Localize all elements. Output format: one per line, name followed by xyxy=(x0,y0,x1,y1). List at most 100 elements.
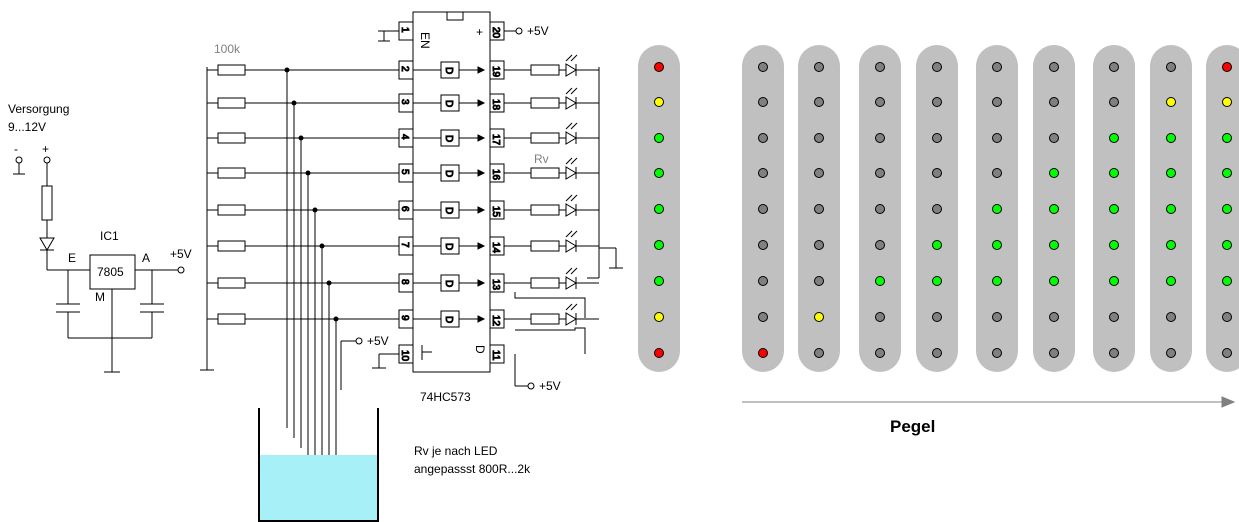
led-symbol xyxy=(565,312,577,326)
led-dot-green xyxy=(1109,240,1119,250)
resistor-100k xyxy=(217,240,246,252)
led-symbol xyxy=(565,131,577,145)
chip-pin-label: 10 xyxy=(399,350,410,362)
led-dot-off xyxy=(1049,97,1059,107)
led-dot-green xyxy=(654,133,664,143)
chip-d-label-11: D xyxy=(473,345,487,354)
led-dot-green xyxy=(992,240,1002,250)
latch-d-label: D xyxy=(443,243,454,250)
latch-arrow xyxy=(477,242,486,250)
regulator-part: 7805 xyxy=(97,265,124,279)
led-symbol xyxy=(565,239,577,253)
resistor-100k xyxy=(217,277,246,289)
led-dot-off xyxy=(814,168,824,178)
led-dot-green xyxy=(654,240,664,250)
led-dot-off xyxy=(1049,62,1059,72)
led-dot-off xyxy=(1049,133,1059,143)
latch-arrow xyxy=(477,169,486,177)
led-dot-red xyxy=(654,348,664,358)
led-ray xyxy=(565,194,573,202)
led-dot-green xyxy=(1222,204,1232,214)
led-dot-off xyxy=(1166,62,1176,72)
led-ray xyxy=(570,122,578,130)
led-dot-off xyxy=(992,348,1002,358)
regulator-output-label: +5V xyxy=(170,247,192,261)
led-symbol xyxy=(565,63,577,77)
resistor-rv xyxy=(530,204,560,216)
led-ray xyxy=(570,157,578,165)
led-column xyxy=(798,45,840,372)
chip-pin-label: 5 xyxy=(399,169,410,175)
led-ray xyxy=(570,54,578,62)
chip-pin-label: 3 xyxy=(399,99,410,105)
led-ray xyxy=(570,230,578,238)
chip-pin-label: 15 xyxy=(490,206,501,218)
led-dot-green xyxy=(992,276,1002,286)
led-dot-off xyxy=(932,62,942,72)
led-ray xyxy=(570,267,578,275)
led-dot-green xyxy=(1109,168,1119,178)
note-line-2: angepassst 800R...2k xyxy=(414,462,531,476)
led-column xyxy=(859,45,901,372)
led-ray xyxy=(570,303,578,311)
chip-pin-label: 12 xyxy=(490,315,501,327)
latch-d-label: D xyxy=(443,67,454,74)
vcc-label-pin11: +5V xyxy=(539,379,561,393)
led-dot-yellow xyxy=(1166,97,1176,107)
led-ray xyxy=(570,87,578,95)
resistor-rv xyxy=(530,277,560,289)
led-symbol xyxy=(565,203,577,217)
chip-pin-label: 16 xyxy=(490,169,501,181)
led-dot-off xyxy=(992,97,1002,107)
led-dot-green xyxy=(1109,133,1119,143)
regulator-pin-m: M xyxy=(95,290,105,304)
led-dot-green xyxy=(1222,168,1232,178)
vcc-label-probe: +5V xyxy=(367,334,389,348)
axis-label-pegel: Pegel xyxy=(890,417,935,436)
led-dot-green xyxy=(1222,276,1232,286)
led-dot-off xyxy=(875,168,885,178)
led-column xyxy=(1033,45,1075,372)
supply-plus: + xyxy=(42,142,49,156)
led-dot-off xyxy=(992,133,1002,143)
led-ray xyxy=(565,303,573,311)
led-dot-off xyxy=(758,133,768,143)
led-ray xyxy=(565,87,573,95)
led-ray xyxy=(565,230,573,238)
led-dot-yellow xyxy=(654,97,664,107)
chip-pin-label: 1 xyxy=(399,27,410,33)
resistor-100k xyxy=(217,132,246,144)
led-ray xyxy=(565,122,573,130)
led-dot-green xyxy=(654,276,664,286)
led-dot-off xyxy=(1109,312,1119,322)
led-dot-red xyxy=(1222,62,1232,72)
led-dot-off xyxy=(1222,348,1232,358)
led-dot-yellow xyxy=(654,312,664,322)
led-dot-off xyxy=(758,312,768,322)
regulator-pin-e: E xyxy=(68,251,76,265)
led-dot-red xyxy=(758,348,768,358)
led-column xyxy=(742,45,784,372)
regulator-name: IC1 xyxy=(100,229,119,243)
led-dot-off xyxy=(992,312,1002,322)
chip-name: 74HC573 xyxy=(420,390,471,404)
led-dot-off xyxy=(814,204,824,214)
led-column xyxy=(1150,45,1192,372)
led-dot-off xyxy=(1222,312,1232,322)
led-dot-off xyxy=(932,312,942,322)
chip-pin-label: 7 xyxy=(399,242,410,248)
led-dot-off xyxy=(758,62,768,72)
led-dot-green xyxy=(875,276,885,286)
led-dot-off xyxy=(814,348,824,358)
supply-voltage: 9...12V xyxy=(8,120,46,134)
chip-pin-label: 2 xyxy=(399,66,410,72)
chip-pin-label: 6 xyxy=(399,206,410,212)
led-dot-off xyxy=(875,204,885,214)
led-dot-green xyxy=(1109,276,1119,286)
led-dot-off xyxy=(1109,348,1119,358)
resistor-rv xyxy=(530,240,560,252)
latch-arrow xyxy=(477,315,486,323)
chip-pin-label: 19 xyxy=(490,66,501,78)
led-symbol xyxy=(565,166,577,180)
